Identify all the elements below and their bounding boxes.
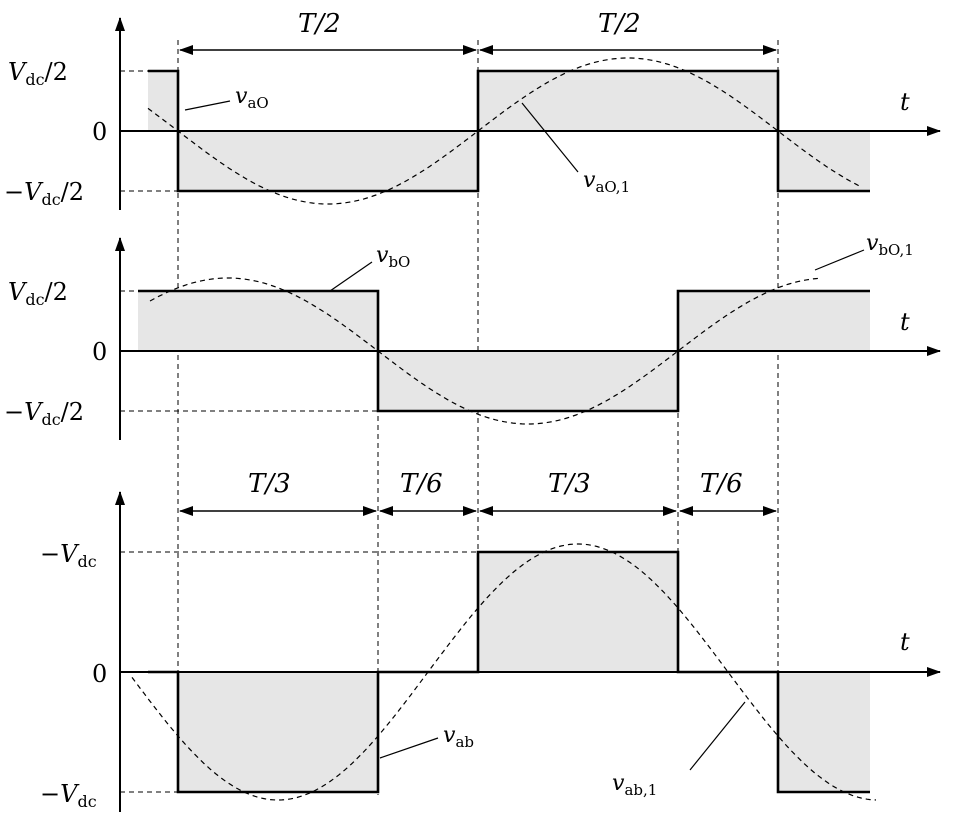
vaO1-fundamental-curve	[147, 57, 863, 205]
vbO-zero-tick: 0	[92, 338, 107, 366]
vbO-fill-2	[378, 351, 678, 411]
vaO-top-tick: Vdc/2	[8, 58, 68, 89]
vab-label: vab	[443, 723, 474, 751]
vab-fill-2	[478, 552, 678, 672]
vaO-fill-4	[778, 131, 870, 191]
vaO-fill-1	[148, 71, 178, 131]
vbO-t-label: t	[900, 308, 910, 336]
vbO-top-tick: Vdc/2	[8, 278, 68, 309]
vab-bottom-tick: −Vdc	[40, 780, 97, 811]
vbO1-label: vbO,1	[866, 231, 914, 259]
vbO-fill-1	[138, 291, 378, 351]
vaO-fill-2	[178, 131, 478, 191]
vbO1-leader	[814, 249, 865, 271]
vab-quasi-square-wave	[148, 550, 870, 794]
vbO-bottom-tick: −Vdc/2	[4, 398, 84, 429]
interval-T2-label-1: T/2	[298, 9, 341, 39]
vbO-fill-3	[678, 291, 870, 351]
vaO-label: vaO	[235, 84, 269, 112]
vaO-bottom-tick: −Vdc/2	[4, 178, 84, 209]
vbO-leader	[329, 261, 373, 292]
vaO-zero-tick: 0	[92, 118, 107, 146]
panel-vaO: Vdc/2 0 −Vdc/2 t vaO vaO,1 T/2 T/2	[4, 9, 941, 210]
vaO-fill-3	[478, 71, 778, 131]
vab1-leader	[689, 701, 746, 771]
interval-T3-label-1: T/3	[248, 469, 291, 499]
vab-top-tick: −Vdc	[40, 540, 97, 571]
vab-zero-tick: 0	[92, 660, 107, 688]
vbO-label: vbO	[376, 243, 410, 271]
interval-T6-label-2: T/6	[700, 469, 743, 499]
vab1-fundamental-curve	[131, 543, 877, 801]
vbO-square-wave	[138, 289, 870, 413]
vaO1-label: vaO,1	[583, 168, 630, 196]
vaO-leader	[184, 100, 231, 111]
panel-vbO: Vdc/2 0 −Vdc/2 t vbO vbO,1	[4, 231, 941, 440]
vab-t-label: t	[900, 628, 910, 656]
vaO1-leader	[521, 102, 579, 173]
vab-leader	[379, 737, 439, 759]
vab-fill-3	[778, 672, 870, 792]
vaO-square-wave	[148, 69, 870, 193]
vaO-t-label: t	[900, 88, 910, 116]
vab-fill-1	[178, 672, 378, 792]
interval-T2-label-2: T/2	[598, 9, 641, 39]
interval-T3-label-2: T/3	[548, 469, 591, 499]
panel-vab: −Vdc 0 −Vdc t vab vab,1 T/3 T/6 T/3 T/6	[40, 469, 941, 812]
interval-T6-label-1: T/6	[400, 469, 443, 499]
vab1-label: vab,1	[612, 771, 657, 799]
